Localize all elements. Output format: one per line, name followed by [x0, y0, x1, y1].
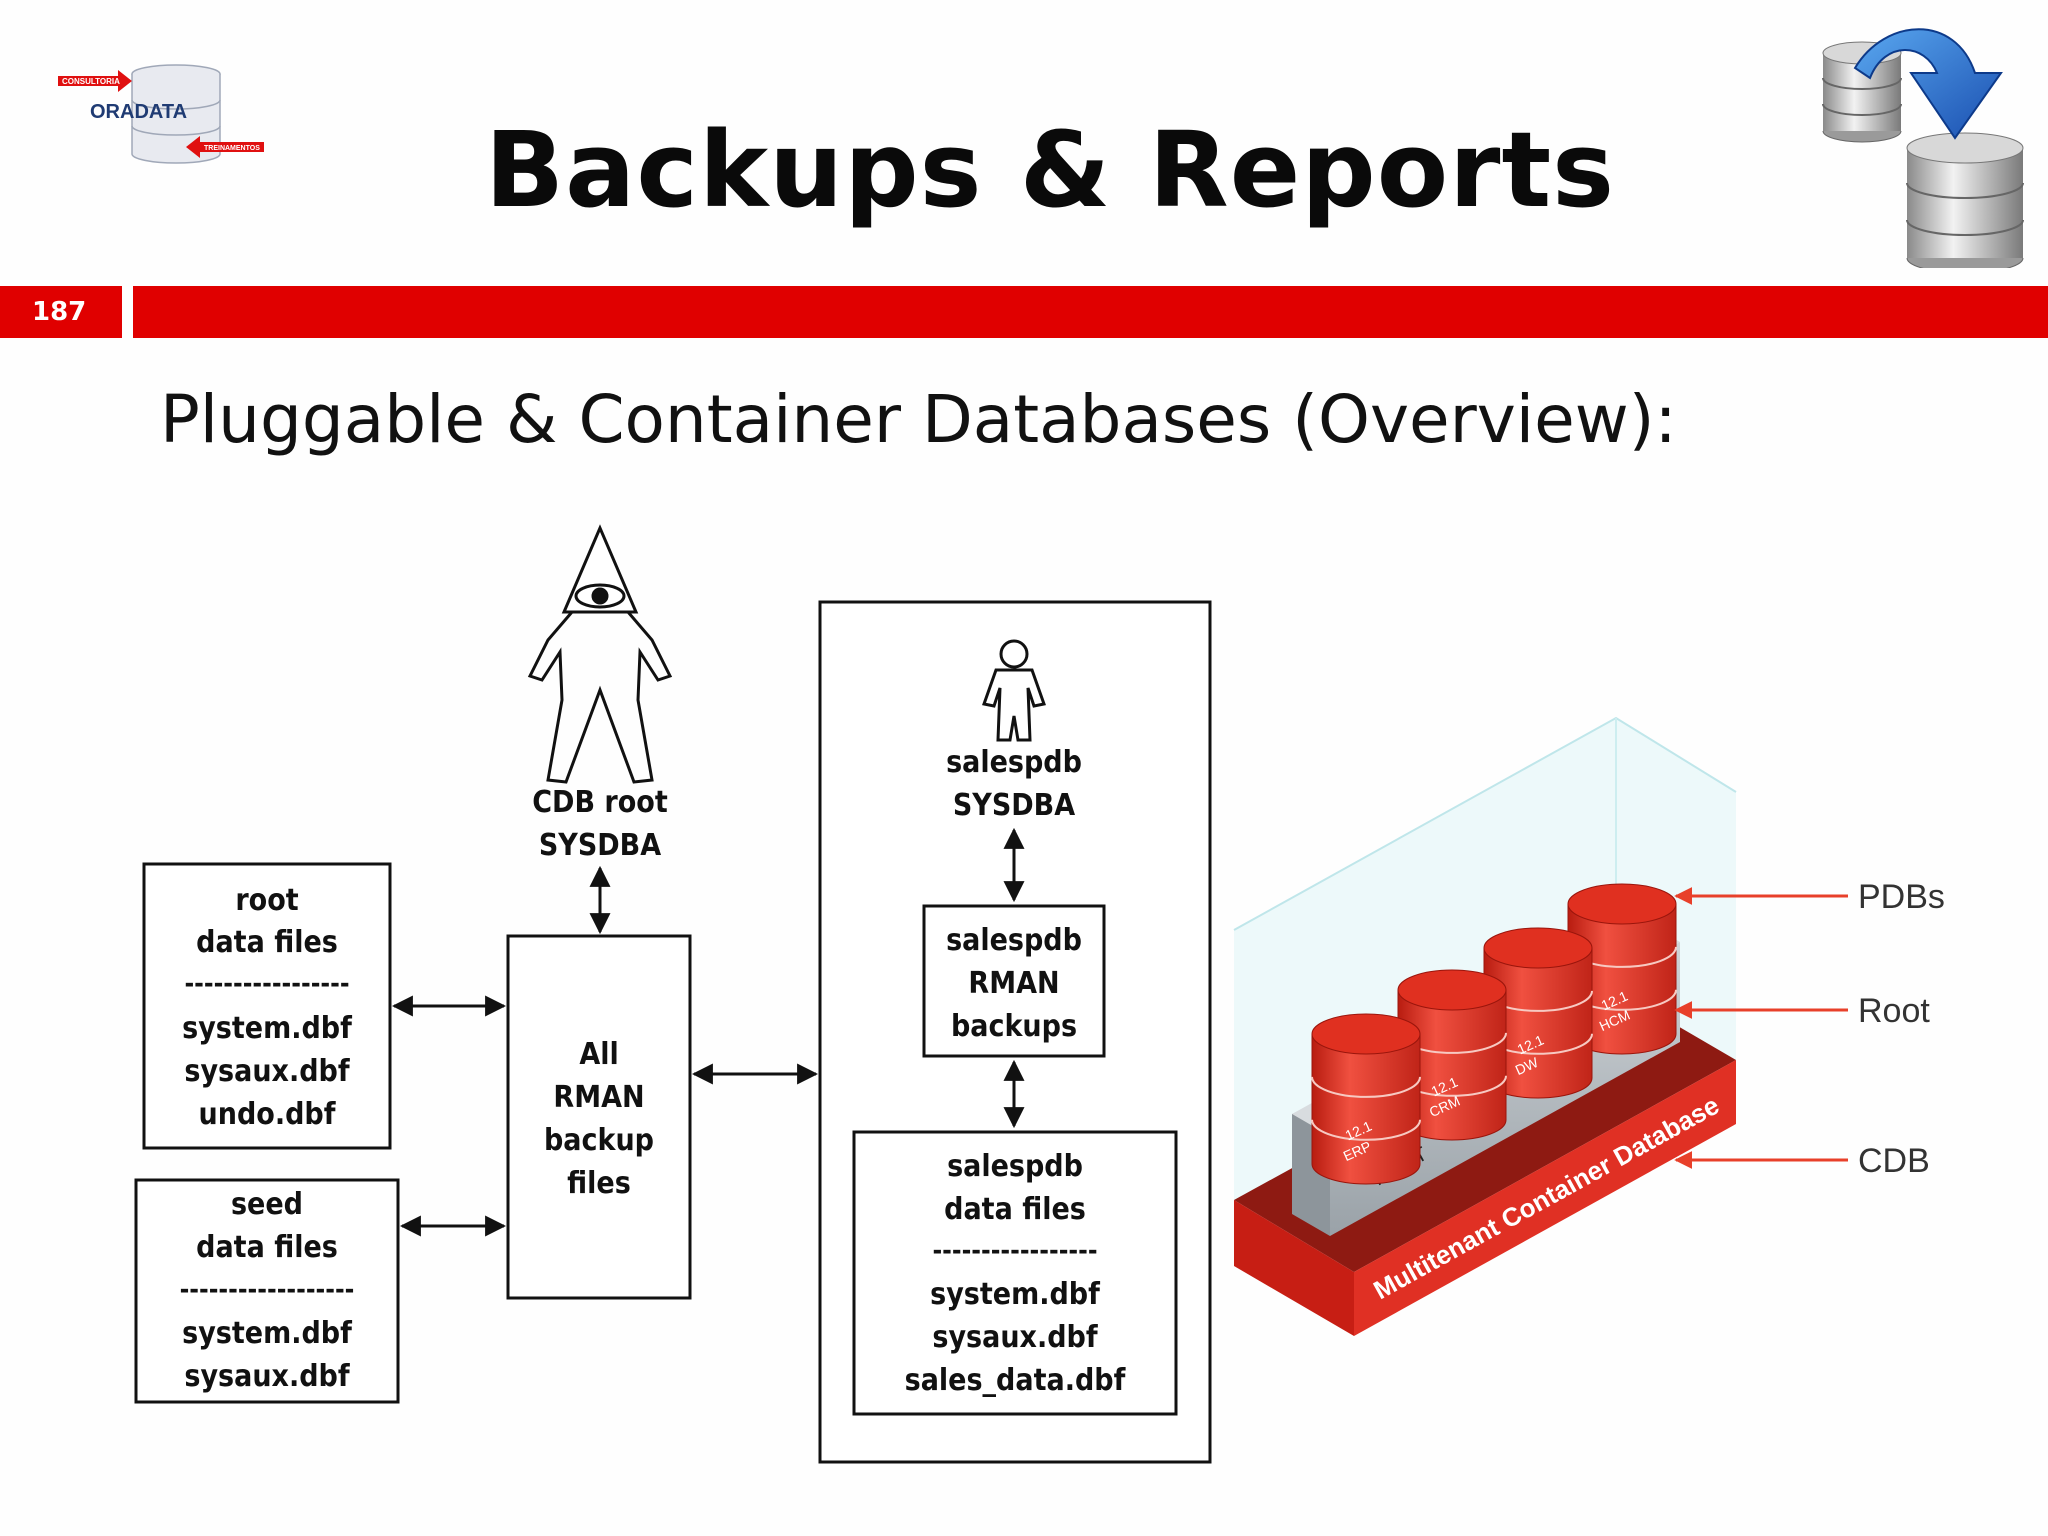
all-rman-backups-box	[506, 934, 692, 1300]
salespdb-rman-backups-box	[922, 904, 1106, 1058]
pdb-files-header-2: data files	[944, 1192, 1086, 1227]
all-backups-line: backup	[544, 1123, 654, 1158]
root-data-files-box	[142, 862, 392, 1150]
all-backups-line: files	[567, 1166, 631, 1201]
pdb-backups-line: salespdb	[946, 923, 1082, 958]
logo-bottom-text: TREINAMENTOS	[204, 145, 260, 152]
large-database-icon	[1906, 132, 2024, 268]
logo-name: ORADATA	[90, 101, 187, 123]
all-backups-line: RMAN	[553, 1080, 644, 1115]
callout-label: PDBs	[1858, 878, 1945, 916]
oradata-logo: CONSULTORIA ORADATA TREINAMENTOS	[58, 64, 264, 164]
multitenant-3d-illustration: Multitenant Container Database ROOT 12.1…	[1233, 716, 1945, 1336]
root-file: system.dbf	[182, 1011, 352, 1046]
title-divider-bar	[133, 286, 2048, 338]
cdb-root-admin-figure	[527, 524, 673, 784]
salespdb-data-files-box	[852, 1130, 1178, 1416]
cdb-base-front	[1354, 1060, 1736, 1336]
root-files-header-2: data files	[196, 925, 338, 960]
seed-files-header-2: data files	[196, 1230, 338, 1265]
slide-number: 187	[0, 286, 122, 338]
callout-label: CDB	[1858, 1142, 1930, 1180]
pdb-backups-line: backups	[951, 1009, 1077, 1044]
pdb-file: sales_data.dbf	[905, 1363, 1126, 1398]
pdb-files-separator: -----------------	[932, 1236, 1097, 1266]
seed-file: system.dbf	[182, 1316, 352, 1351]
curved-arrow-icon	[1853, 28, 2003, 140]
all-backups-line: All	[579, 1037, 618, 1072]
seed-files-separator: ------------------	[180, 1275, 355, 1305]
logo-top-text: CONSULTORIA	[62, 77, 120, 86]
pdb-admin-label-1: salespdb	[946, 745, 1082, 780]
pdb-files-header-1: salespdb	[947, 1149, 1083, 1184]
pdb-file: sysaux.dbf	[932, 1320, 1097, 1355]
seed-file: sysaux.dbf	[184, 1359, 349, 1394]
pdb-cylinder-dw: 12.1DW	[1483, 927, 1593, 1099]
root-files-separator: -----------------	[184, 969, 349, 999]
seed-files-header-1: seed	[231, 1187, 303, 1222]
database-backup-icon	[1822, 28, 2024, 268]
slide-title: Backups & Reports	[484, 109, 1616, 231]
pdb-admin-figure	[982, 639, 1046, 742]
pdb-backups-line: RMAN	[968, 966, 1059, 1001]
cdb-admin-label-2: SYSDBA	[539, 828, 661, 863]
callout-label: Root	[1858, 992, 1930, 1030]
root-file: undo.dbf	[199, 1097, 336, 1132]
slide-subtitle: Pluggable & Container Databases (Overvie…	[160, 381, 1677, 458]
root-file: sysaux.dbf	[184, 1054, 349, 1089]
cdb-admin-label-1: CDB root	[532, 785, 668, 820]
seed-data-files-box	[134, 1178, 400, 1404]
pdb-file: system.dbf	[930, 1277, 1100, 1312]
pdb-admin-label-2: SYSDBA	[953, 788, 1075, 823]
root-files-header-1: root	[235, 883, 298, 918]
